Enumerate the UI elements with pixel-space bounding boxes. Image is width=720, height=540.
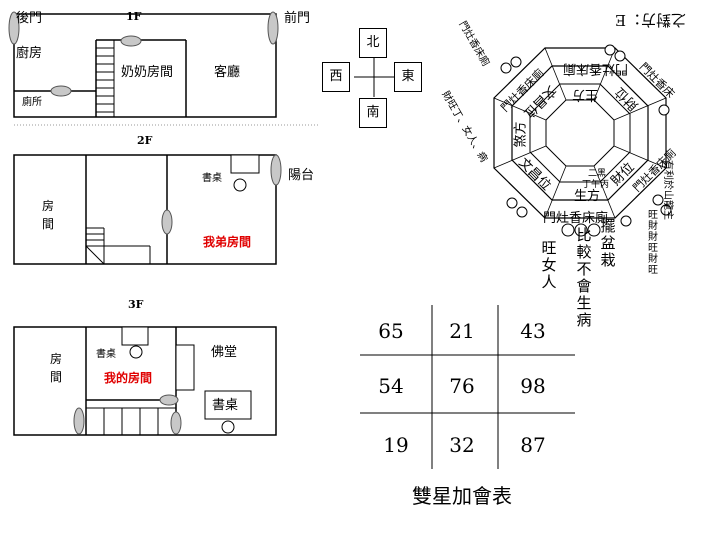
bagua-octagons [493, 44, 672, 237]
bagua-label-top: 生方 [572, 87, 599, 102]
toilet-door-shape [50, 85, 72, 97]
bagua-inner-1: 丁午丙 [582, 180, 610, 190]
bagua-bottom-text3: 旺女人 [541, 239, 557, 291]
front-door-shape [267, 11, 279, 45]
bagua-inner-0: 二黑 [588, 169, 607, 179]
floor1-walls [8, 11, 318, 126]
compass-south: 南 [359, 98, 387, 128]
toilet-label: 廁所 [22, 97, 42, 108]
living-room-label: 客廳 [214, 65, 241, 80]
bagua-ring-label-bottom: 門灶香床廁 [543, 211, 609, 226]
bagua-bottom-text2: 擺盆栽 [600, 217, 616, 269]
balcony-label: 陽台 [288, 168, 315, 183]
compass-lines [354, 57, 394, 97]
bagua-outer-left-text: 門灶香床廁 [456, 19, 491, 69]
floor2-title: 2F [137, 134, 153, 147]
floor1-title: 1F [126, 10, 142, 23]
star-grid-lines [360, 305, 575, 469]
floor2-walls [13, 154, 282, 265]
my-room-label: 我的房間 [104, 371, 153, 385]
grandma-door-shape [120, 35, 142, 47]
star-cell-2-2: 87 [520, 433, 546, 457]
bagua-facing-note: 之對方：E [615, 11, 686, 29]
back-door-label: 後門 [16, 11, 43, 26]
star-cell-2-1: 32 [449, 433, 475, 457]
brother-room-label: 我弟房間 [203, 235, 252, 249]
altar-label: 佛堂 [211, 345, 238, 360]
kitchen-label: 廚房 [16, 46, 43, 61]
floor3-room-label: 房間 [49, 352, 62, 384]
bagua-outer-right: 有利於山龍主 [662, 160, 673, 220]
compass-west: 西 [322, 62, 350, 92]
floor3-title: 3F [128, 298, 144, 311]
compass-east: 東 [394, 62, 422, 92]
floor2-room-label: 房間 [41, 199, 54, 231]
floor2-desk-label: 書桌 [202, 173, 222, 184]
star-cell-1-1: 76 [449, 374, 475, 398]
bagua-bottom-text1: 比較不會生病 [576, 226, 592, 329]
bagua-label-left: 煞方 [513, 121, 529, 148]
floor3-desk-label: 書桌 [96, 349, 116, 360]
star-grid-caption: 雙星加會表 [412, 484, 512, 508]
star-cell-0-1: 21 [449, 319, 475, 343]
bagua-bottom-right: 旺財財旺財旺 [648, 210, 658, 276]
front-door-label: 前門 [284, 11, 311, 26]
bagua-ring-label-top: 門灶香床廁 [563, 61, 629, 76]
bagua-label-bottom: 生方 [574, 189, 601, 204]
back-door-shape [8, 11, 20, 45]
star-cell-1-2: 98 [520, 374, 546, 398]
floor3-walls [13, 326, 277, 436]
star-cell-0-2: 43 [520, 319, 546, 343]
star-cell-0-0: 65 [378, 319, 404, 343]
star-cell-1-0: 54 [378, 374, 404, 398]
star-cell-2-0: 19 [383, 433, 409, 457]
compass-north: 北 [359, 28, 387, 58]
desk2-label: 書桌 [212, 398, 239, 413]
grandma-room-label: 奶奶房間 [121, 65, 174, 80]
